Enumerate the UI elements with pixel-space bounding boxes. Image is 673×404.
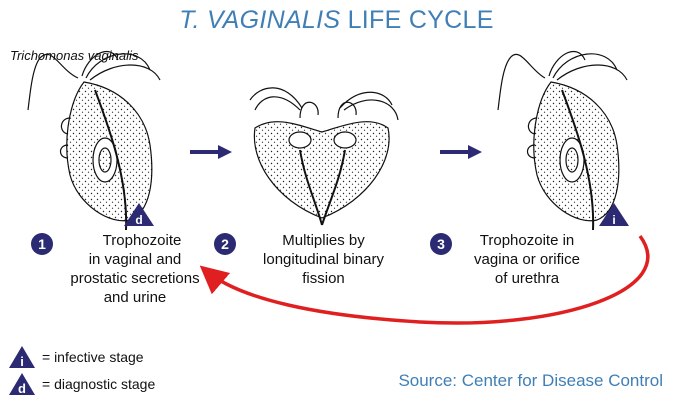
trophozoite-illustration-3 xyxy=(498,51,627,230)
diagnostic-badge-letter: d xyxy=(135,213,142,227)
step-3-line-3: of urethra xyxy=(452,269,602,288)
step-3-label: Trophozoite in vagina or orifice of uret… xyxy=(452,231,602,288)
step-1-line-4: and urine xyxy=(50,288,220,307)
step-2-line-3: fission xyxy=(236,269,411,288)
step-2-label: Multiplies by longitudinal binary fissio… xyxy=(236,231,411,288)
dividing-trophozoite-illustration xyxy=(250,88,398,225)
diagnostic-legend-letter: d xyxy=(18,381,26,396)
diagnostic-legend-text: = diagnostic stage xyxy=(42,376,155,392)
infective-legend-badge: i xyxy=(8,345,36,369)
infective-legend-letter: i xyxy=(20,354,24,369)
step-3-line-1: Trophozoite in xyxy=(452,231,602,250)
forward-arrow-2-to-3 xyxy=(440,145,482,159)
step-1-line-3: prostatic secretions xyxy=(50,269,220,288)
step-2-line-2: longitudinal binary xyxy=(236,250,411,269)
infective-badge-letter: i xyxy=(612,213,615,227)
step-2-line-1: Multiplies by xyxy=(236,231,411,250)
infective-legend-text: = infective stage xyxy=(42,349,144,365)
step-3-number: 3 xyxy=(430,233,452,255)
step-1-line-1: Trophozoite xyxy=(50,231,220,250)
forward-arrow-1-to-2 xyxy=(190,145,232,159)
legend-infective: i = infective stage xyxy=(8,345,144,369)
diagnostic-legend-badge: d xyxy=(8,372,36,396)
step-2-number: 2 xyxy=(214,233,236,255)
step-1-label: Trophozoite in vaginal and prostatic sec… xyxy=(50,231,220,307)
step-1-line-2: in vaginal and xyxy=(50,250,220,269)
step-3-line-2: vagina or orifice xyxy=(452,250,602,269)
source-credit: Source: Center for Disease Control xyxy=(398,371,663,391)
trophozoite-illustration-1 xyxy=(28,51,160,230)
legend-diagnostic: d = diagnostic stage xyxy=(8,372,155,396)
